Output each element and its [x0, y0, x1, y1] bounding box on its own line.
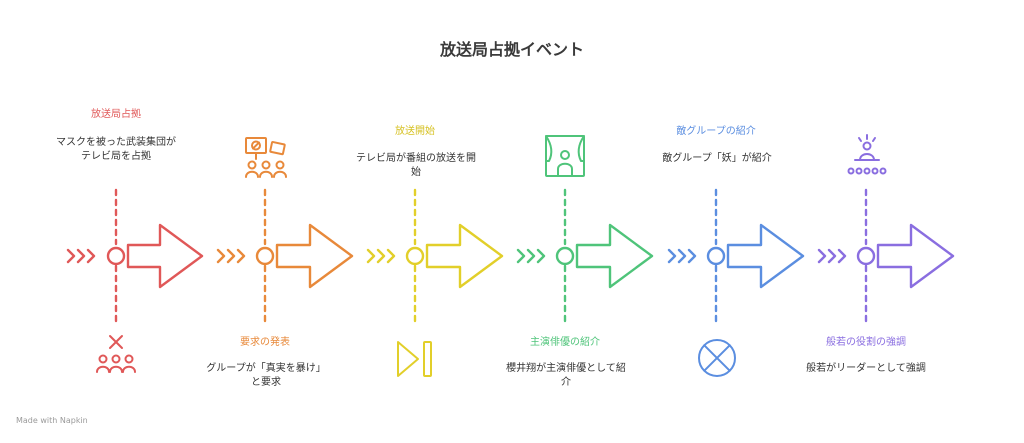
event-6-description: 般若がリーダーとして強調 [806, 363, 926, 374]
stage-curtain-person-icon [545, 135, 585, 177]
event-4-description: 櫻井翔が主演俳優として紹介 [506, 363, 626, 388]
event-3-heading: 放送開始 [395, 126, 435, 137]
diagram-title: 放送局占拠イベント [439, 40, 584, 59]
made-with-napkin-footer[interactable]: Made with Napkin [16, 416, 88, 425]
timeline-segment-4 [516, 188, 654, 324]
event-4-heading: 主演俳優の紹介 [530, 337, 600, 348]
event-6-heading: 般若の役割の強調 [826, 337, 906, 348]
event-2-description: グループが「真実を暴け」と要求 [206, 363, 326, 388]
event-1-description: マスクを被った武装集団がテレビ局を占拠 [56, 137, 176, 162]
timeline-segment-3 [366, 188, 504, 324]
timeline-segment-1 [66, 188, 204, 324]
event-5-heading: 敵グループの紹介 [676, 126, 756, 137]
circle-x-icon [698, 339, 736, 377]
timeline-segment-5 [667, 188, 805, 324]
event-3-description: テレビ局が番組の放送を開始 [356, 153, 476, 178]
x-over-people-icon [96, 335, 136, 373]
spotlight-audience-icon [847, 134, 887, 175]
protest-signs-icon [245, 137, 287, 178]
event-2-heading: 要求の発表 [240, 337, 290, 348]
timeline-segment-2 [216, 188, 354, 324]
event-5-description: 敵グループ「妖」が紹介 [662, 153, 772, 164]
timeline-segment-6 [817, 188, 955, 324]
event-1-heading: 放送局占拠 [91, 109, 141, 120]
play-pause-icon [397, 341, 432, 377]
